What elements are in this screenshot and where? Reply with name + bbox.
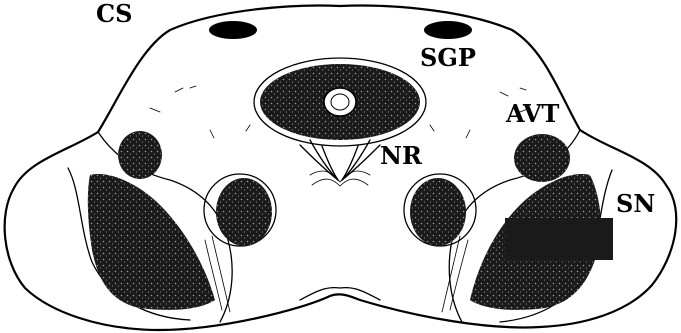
label-avt: AVT xyxy=(505,99,559,128)
label-sgp: SGP xyxy=(420,43,476,72)
left-red-nucleus xyxy=(216,178,272,246)
label-cs: CS xyxy=(96,0,132,28)
left-colliculus-nucleus xyxy=(209,21,257,39)
label-nr: NR xyxy=(380,141,423,170)
right-colliculus-nucleus xyxy=(424,21,472,39)
label-sn: SN xyxy=(616,189,655,218)
right-avt-nucleus xyxy=(514,134,570,182)
right-nigra-block xyxy=(505,218,613,260)
left-lateral-nucleus xyxy=(118,131,162,179)
right-red-nucleus xyxy=(410,178,466,246)
